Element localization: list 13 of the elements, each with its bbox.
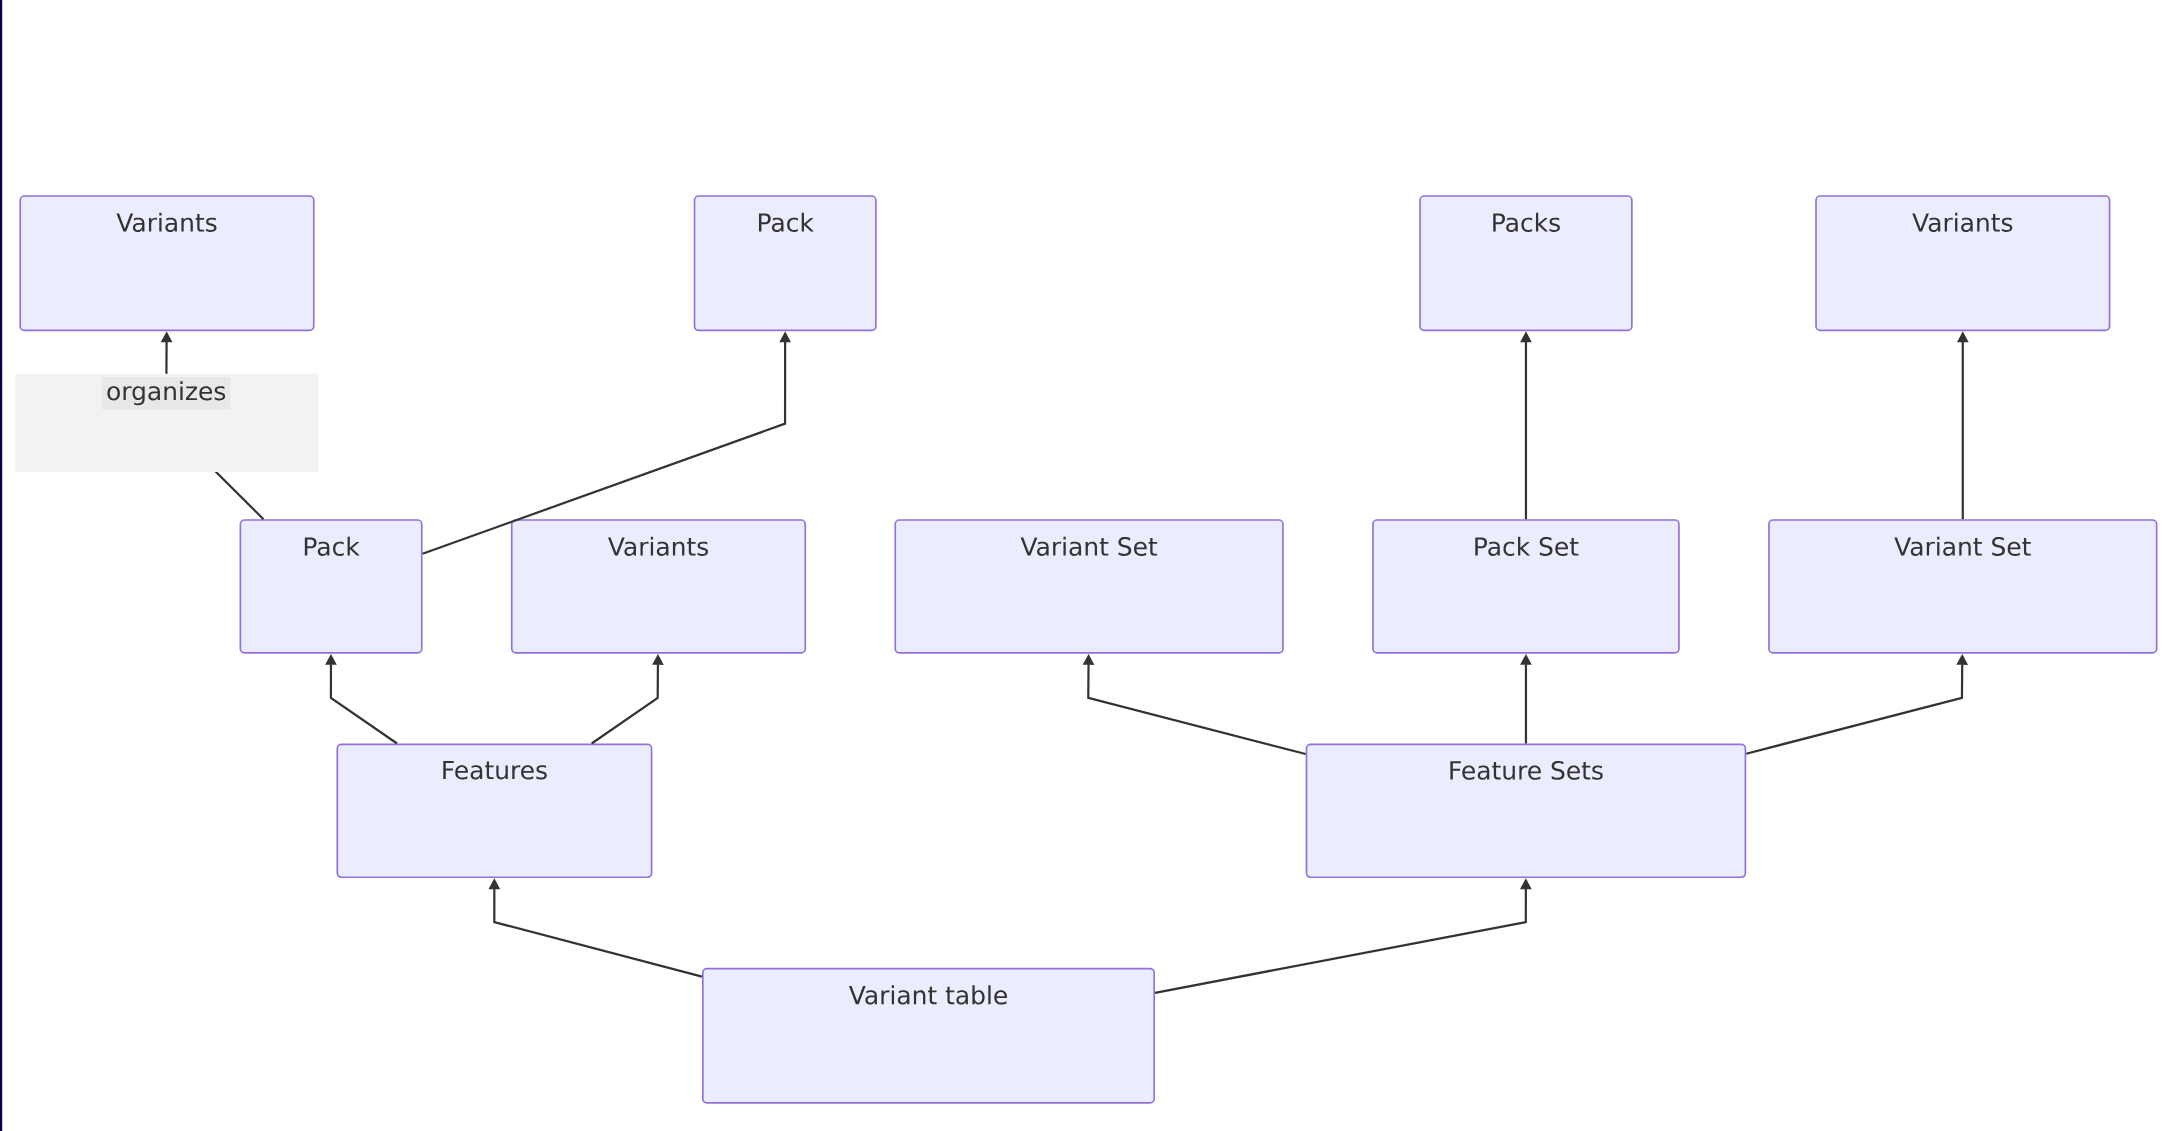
process-box: Variant Set [894, 519, 1284, 654]
process-box: Packs [1419, 195, 1633, 332]
process-box: Variants [1815, 195, 2111, 332]
process-box: Pack Set [1372, 519, 1680, 654]
process-box: Variant Set [1768, 519, 2158, 654]
process-box: Variant table [702, 967, 1156, 1104]
edge-label: organizes [107, 381, 226, 406]
process-box: Variants [19, 195, 315, 332]
process-box: Variants [510, 519, 807, 654]
process-box: Features [336, 743, 653, 878]
process-box: Pack [693, 195, 877, 332]
process-box: Feature Sets [1305, 743, 1747, 878]
process-box: Pack [239, 519, 423, 654]
